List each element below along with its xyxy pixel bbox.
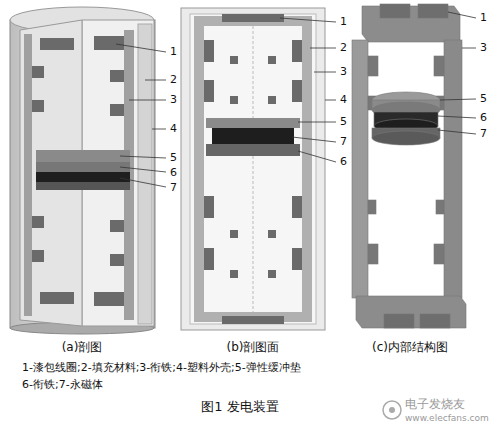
callout-number: 6 bbox=[340, 155, 347, 168]
legend-text: 1-漆包线圈;2-填充材料;3-衔铁;4-塑料外壳;5-弹性缓冲垫 bbox=[22, 361, 301, 374]
callout-number: 3 bbox=[170, 93, 177, 106]
watermark-logo bbox=[383, 401, 401, 419]
leader-lines bbox=[116, 44, 166, 187]
callout-number: 7 bbox=[480, 127, 487, 140]
leader-lines bbox=[438, 12, 476, 134]
callout-number: 4 bbox=[170, 122, 177, 135]
figure-caption: 图1 发电装置 bbox=[201, 399, 278, 415]
callout-number: 1 bbox=[340, 15, 347, 28]
callout-number: 5 bbox=[340, 115, 347, 128]
callout-number: 2 bbox=[170, 73, 177, 86]
watermark: www.elecfans.com bbox=[405, 413, 489, 424]
callout-number: 5 bbox=[480, 92, 487, 105]
leader-lines bbox=[280, 18, 336, 162]
callout-number: 1 bbox=[170, 45, 177, 58]
subfigure-label: (c)内部结构图 bbox=[372, 340, 448, 354]
section-view bbox=[181, 8, 325, 330]
internal-structure-view bbox=[352, 4, 466, 328]
subfigure-label: (b)剖图面 bbox=[227, 340, 280, 354]
subfigure-label: (a)剖图 bbox=[62, 340, 103, 354]
callout-number: 3 bbox=[480, 41, 487, 54]
callout-number: 2 bbox=[340, 41, 347, 54]
legend-text: 6-衔铁;7-永磁体 bbox=[22, 378, 103, 391]
callout-number: 3 bbox=[340, 65, 347, 78]
watermark: 电子发烧友 bbox=[405, 397, 465, 411]
callout-number: 6 bbox=[170, 166, 177, 179]
cutaway-view bbox=[10, 7, 155, 334]
watermark-logo bbox=[389, 407, 395, 413]
callout-number: 7 bbox=[340, 135, 347, 148]
callout-number: 6 bbox=[480, 111, 487, 124]
callout-number: 7 bbox=[170, 181, 177, 194]
callout-number: 5 bbox=[170, 151, 177, 164]
callout-number: 4 bbox=[340, 93, 347, 106]
callout-number: 1 bbox=[480, 11, 487, 24]
